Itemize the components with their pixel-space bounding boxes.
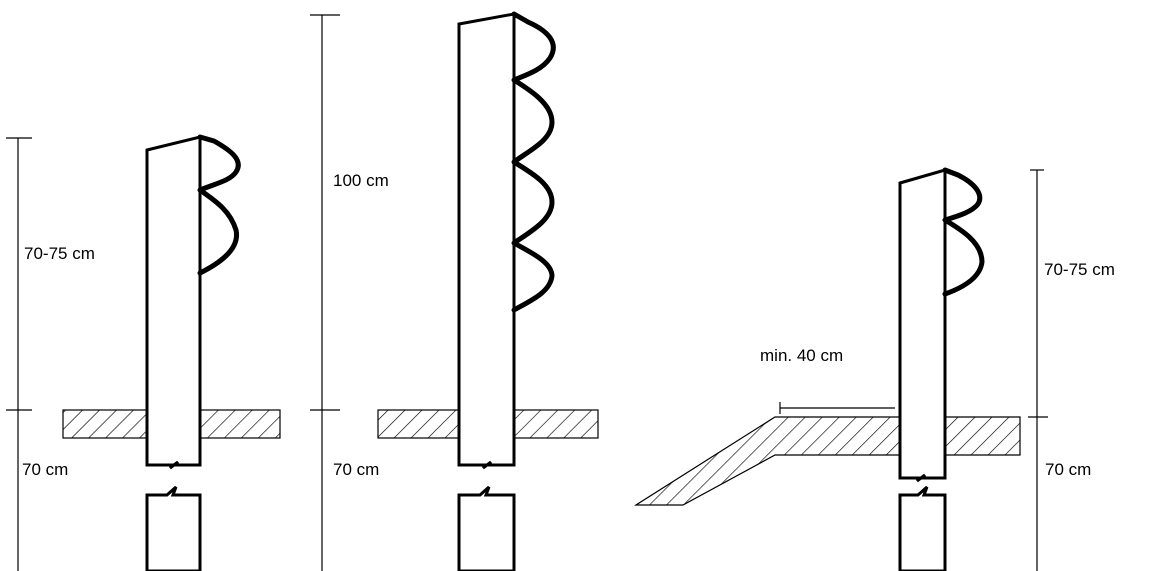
left-post-upper (145, 135, 202, 470)
left-dimension-line (6, 137, 32, 571)
middle-dimension-line (310, 14, 340, 571)
left-upper-dimension-label: 70-75 cm (24, 244, 95, 263)
right-post-lower (898, 485, 947, 571)
right-offset-label: min. 40 cm (760, 346, 844, 365)
middle-lower-dimension-label: 70 cm (333, 460, 380, 479)
right-sloped-embankment (633, 416, 1021, 506)
left-assembly (6, 134, 281, 571)
right-offset-dimension (779, 402, 895, 414)
left-lower-dimension-label: 70 cm (22, 460, 69, 479)
right-lower-dimension-label: 70 cm (1045, 460, 1092, 479)
right-rail-profile (942, 167, 985, 297)
middle-post-upper (457, 12, 516, 470)
right-post-upper (898, 168, 947, 483)
middle-rail-profile (511, 11, 556, 313)
middle-upper-dimension-label: 100 cm (333, 171, 389, 190)
middle-post-lower (457, 485, 516, 571)
left-rail-profile (197, 134, 241, 276)
middle-assembly (310, 11, 599, 571)
left-post-lower (145, 485, 202, 571)
right-assembly (633, 167, 1048, 571)
right-upper-dimension-label: 70-75 cm (1044, 260, 1115, 279)
right-dimension-line (1028, 169, 1048, 571)
